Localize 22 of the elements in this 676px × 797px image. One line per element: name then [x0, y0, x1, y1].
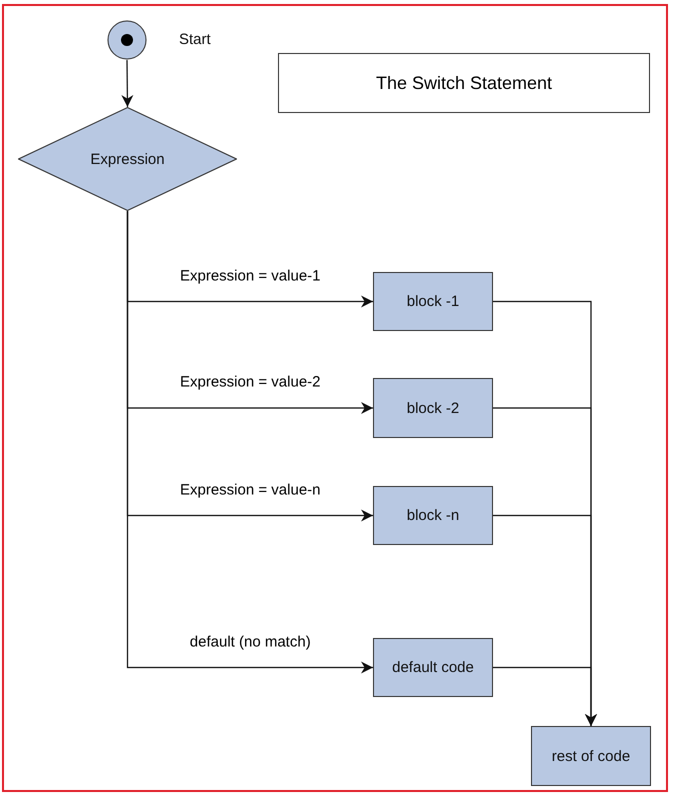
node-caption: Start	[179, 31, 211, 48]
title-box: The Switch Statement	[278, 53, 650, 113]
arrow	[126, 211, 373, 674]
edge-label: Expression = value-1	[178, 267, 322, 284]
node-text: default code	[392, 659, 474, 676]
process-box	[373, 486, 493, 545]
node-text: block -1	[406, 293, 460, 310]
decision-diamond	[18, 107, 237, 211]
node-text: rest of code	[552, 748, 630, 764]
process-box	[373, 638, 493, 697]
start-node	[107, 20, 147, 60]
process-box	[373, 272, 493, 331]
edge-label: Expression = value-n	[178, 481, 322, 498]
arrow	[493, 666, 597, 726]
node-text: block -2	[406, 400, 460, 416]
edge-label: Expression = value-2	[178, 374, 322, 390]
arrow	[121, 60, 134, 107]
process-box	[373, 378, 493, 438]
edge-label: default (no match)	[188, 633, 313, 650]
node-text: Expression	[90, 150, 165, 168]
node-text: block -n	[406, 507, 460, 524]
process-box	[531, 726, 651, 786]
